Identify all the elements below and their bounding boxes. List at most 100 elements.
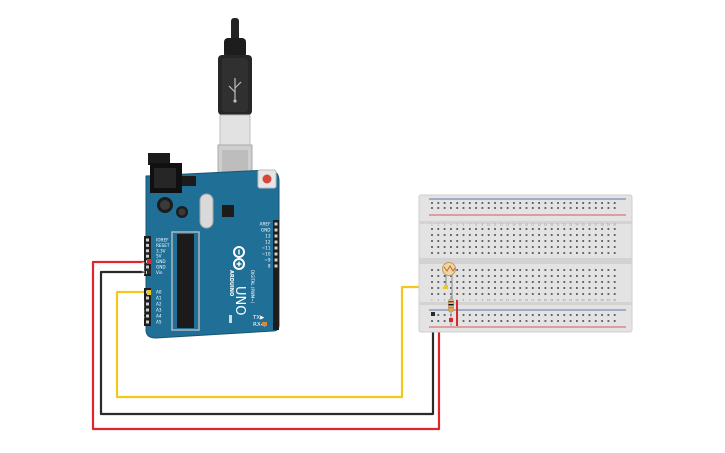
breadboard-hole[interactable] <box>494 202 496 204</box>
breadboard-hole[interactable] <box>481 275 484 277</box>
breadboard-hole[interactable] <box>544 202 547 204</box>
breadboard-hole[interactable] <box>450 202 452 204</box>
breadboard-hole[interactable] <box>607 287 610 289</box>
breadboard-hole[interactable] <box>557 240 559 242</box>
breadboard-hole[interactable] <box>563 293 566 295</box>
breadboard-hole[interactable] <box>437 269 440 271</box>
breadboard-hole[interactable] <box>588 234 591 236</box>
breadboard-hole[interactable] <box>519 269 522 271</box>
breadboard-hole[interactable] <box>475 207 477 209</box>
breadboard-hole[interactable] <box>557 234 559 236</box>
header-pin[interactable] <box>146 308 149 312</box>
breadboard-hole[interactable] <box>557 293 559 295</box>
header-pin[interactable] <box>146 314 149 318</box>
breadboard-hole[interactable] <box>531 246 534 248</box>
breadboard-hole[interactable] <box>569 314 572 316</box>
breadboard-hole[interactable] <box>475 228 477 230</box>
breadboard-hole[interactable] <box>594 320 597 322</box>
breadboard-hole[interactable] <box>462 320 465 322</box>
breadboard-hole[interactable] <box>500 207 503 209</box>
breadboard-hole[interactable] <box>601 293 603 295</box>
breadboard-hole[interactable] <box>513 234 515 236</box>
header-pin[interactable] <box>146 249 149 253</box>
breadboard-hole[interactable] <box>487 246 490 248</box>
breadboard-hole[interactable] <box>550 287 553 289</box>
breadboard-hole[interactable] <box>550 269 553 271</box>
breadboard-hole[interactable] <box>437 246 440 248</box>
breadboard-hole[interactable] <box>513 240 515 242</box>
breadboard-hole[interactable] <box>475 202 477 204</box>
breadboard[interactable]: 1122334455667788991010111112121313141415… <box>418 194 633 333</box>
breadboard-hole[interactable] <box>563 252 566 254</box>
breadboard-hole[interactable] <box>569 202 572 204</box>
breadboard-hole[interactable] <box>607 246 610 248</box>
breadboard-hole[interactable] <box>588 281 591 283</box>
breadboard-hole[interactable] <box>443 234 446 236</box>
breadboard-hole[interactable] <box>582 207 585 209</box>
breadboard-hole[interactable] <box>475 293 477 295</box>
breadboard-hole[interactable] <box>576 207 578 209</box>
breadboard-hole[interactable] <box>613 287 616 289</box>
breadboard-hole[interactable] <box>607 207 610 209</box>
breadboard-hole[interactable] <box>500 293 503 295</box>
breadboard-hole[interactable] <box>443 275 446 277</box>
breadboard-hole[interactable] <box>456 252 459 254</box>
breadboard-hole[interactable] <box>544 228 547 230</box>
breadboard-hole[interactable] <box>538 240 540 242</box>
breadboard-hole[interactable] <box>531 293 534 295</box>
breadboard-hole[interactable] <box>481 293 484 295</box>
breadboard-hole[interactable] <box>531 207 534 209</box>
breadboard-hole[interactable] <box>487 240 490 242</box>
breadboard-hole[interactable] <box>431 240 433 242</box>
breadboard-hole[interactable] <box>519 275 522 277</box>
breadboard-hole[interactable] <box>563 275 566 277</box>
breadboard-hole[interactable] <box>538 281 540 283</box>
breadboard-hole[interactable] <box>437 293 440 295</box>
breadboard-hole[interactable] <box>550 314 553 316</box>
breadboard-hole[interactable] <box>588 269 591 271</box>
breadboard-hole[interactable] <box>437 207 440 209</box>
breadboard-hole[interactable] <box>601 202 603 204</box>
breadboard-hole[interactable] <box>557 202 559 204</box>
breadboard-hole[interactable] <box>576 269 578 271</box>
breadboard-hole[interactable] <box>475 314 477 316</box>
breadboard-hole[interactable] <box>607 234 610 236</box>
breadboard-hole[interactable] <box>462 281 465 283</box>
breadboard-hole[interactable] <box>557 269 559 271</box>
breadboard-hole[interactable] <box>494 228 496 230</box>
breadboard-hole[interactable] <box>613 202 616 204</box>
breadboard-hole[interactable] <box>519 287 522 289</box>
breadboard-hole[interactable] <box>506 207 509 209</box>
breadboard-hole[interactable] <box>481 314 484 316</box>
breadboard-hole[interactable] <box>513 287 515 289</box>
breadboard-hole[interactable] <box>450 228 452 230</box>
breadboard-hole[interactable] <box>601 314 603 316</box>
breadboard-hole[interactable] <box>481 207 484 209</box>
breadboard-hole[interactable] <box>468 234 471 236</box>
breadboard-hole[interactable] <box>519 246 522 248</box>
breadboard-hole[interactable] <box>525 275 528 277</box>
breadboard-hole[interactable] <box>601 269 603 271</box>
breadboard-hole[interactable] <box>468 269 471 271</box>
breadboard-hole[interactable] <box>601 320 603 322</box>
breadboard-hole[interactable] <box>506 269 509 271</box>
breadboard-hole[interactable] <box>544 246 547 248</box>
breadboard-hole[interactable] <box>525 320 528 322</box>
breadboard-hole[interactable] <box>525 269 528 271</box>
breadboard-hole[interactable] <box>450 281 452 283</box>
breadboard-hole[interactable] <box>462 269 465 271</box>
breadboard-hole[interactable] <box>594 252 597 254</box>
breadboard-hole[interactable] <box>443 228 446 230</box>
breadboard-hole[interactable] <box>607 314 610 316</box>
breadboard-hole[interactable] <box>525 207 528 209</box>
breadboard-hole[interactable] <box>481 269 484 271</box>
breadboard-hole[interactable] <box>531 269 534 271</box>
breadboard-hole[interactable] <box>487 320 490 322</box>
breadboard-hole[interactable] <box>557 252 559 254</box>
breadboard-hole[interactable] <box>538 320 540 322</box>
breadboard-hole[interactable] <box>582 240 585 242</box>
header-pin[interactable] <box>274 252 278 256</box>
breadboard-hole[interactable] <box>613 207 616 209</box>
breadboard-hole[interactable] <box>531 275 534 277</box>
breadboard-hole[interactable] <box>431 287 433 289</box>
